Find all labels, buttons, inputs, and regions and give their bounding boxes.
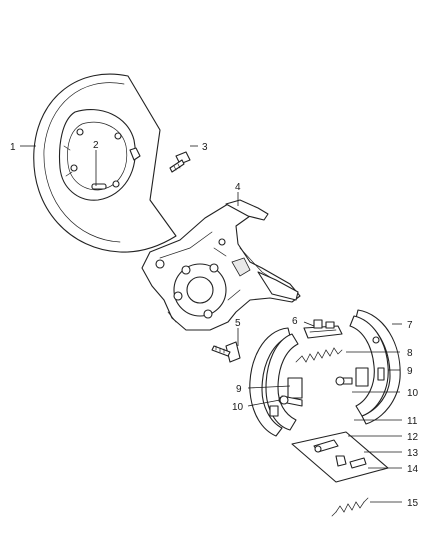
callout-9-right: 9	[407, 366, 413, 377]
callout-6: 6	[292, 316, 298, 327]
adjuster-6	[303, 319, 343, 339]
callout-8: 8	[407, 348, 413, 359]
hold-down-right	[335, 367, 369, 387]
callout-13: 13	[407, 448, 419, 459]
spring-8	[295, 347, 343, 363]
callout-labels: 1 2 3 4 5 6 7 8 9 10 9 10 11 12 13 14 15	[10, 140, 419, 509]
brake-shoe-left	[249, 327, 299, 437]
callout-11: 11	[407, 416, 418, 427]
hardware-kit	[291, 431, 389, 483]
callout-7: 7	[407, 320, 413, 331]
callout-1: 1	[10, 142, 16, 153]
callout-5: 5	[235, 318, 241, 329]
callout-14: 14	[407, 464, 419, 475]
dust-shield	[33, 73, 177, 253]
knuckle-assembly	[141, 199, 301, 331]
callout-4: 4	[235, 182, 241, 193]
hold-down-left	[279, 377, 303, 407]
bolt-3	[169, 151, 191, 173]
callout-10-left: 10	[232, 402, 244, 413]
callout-2: 2	[93, 140, 99, 151]
spring-15	[331, 497, 369, 517]
brake-shoe-right	[349, 309, 401, 425]
leader-lines	[20, 145, 402, 503]
callout-12: 12	[407, 432, 419, 443]
callout-3: 3	[202, 142, 208, 153]
callout-15: 15	[407, 498, 419, 509]
bolt-5	[211, 341, 241, 363]
callout-10-right: 10	[407, 388, 419, 399]
callout-9-left: 9	[236, 384, 242, 395]
